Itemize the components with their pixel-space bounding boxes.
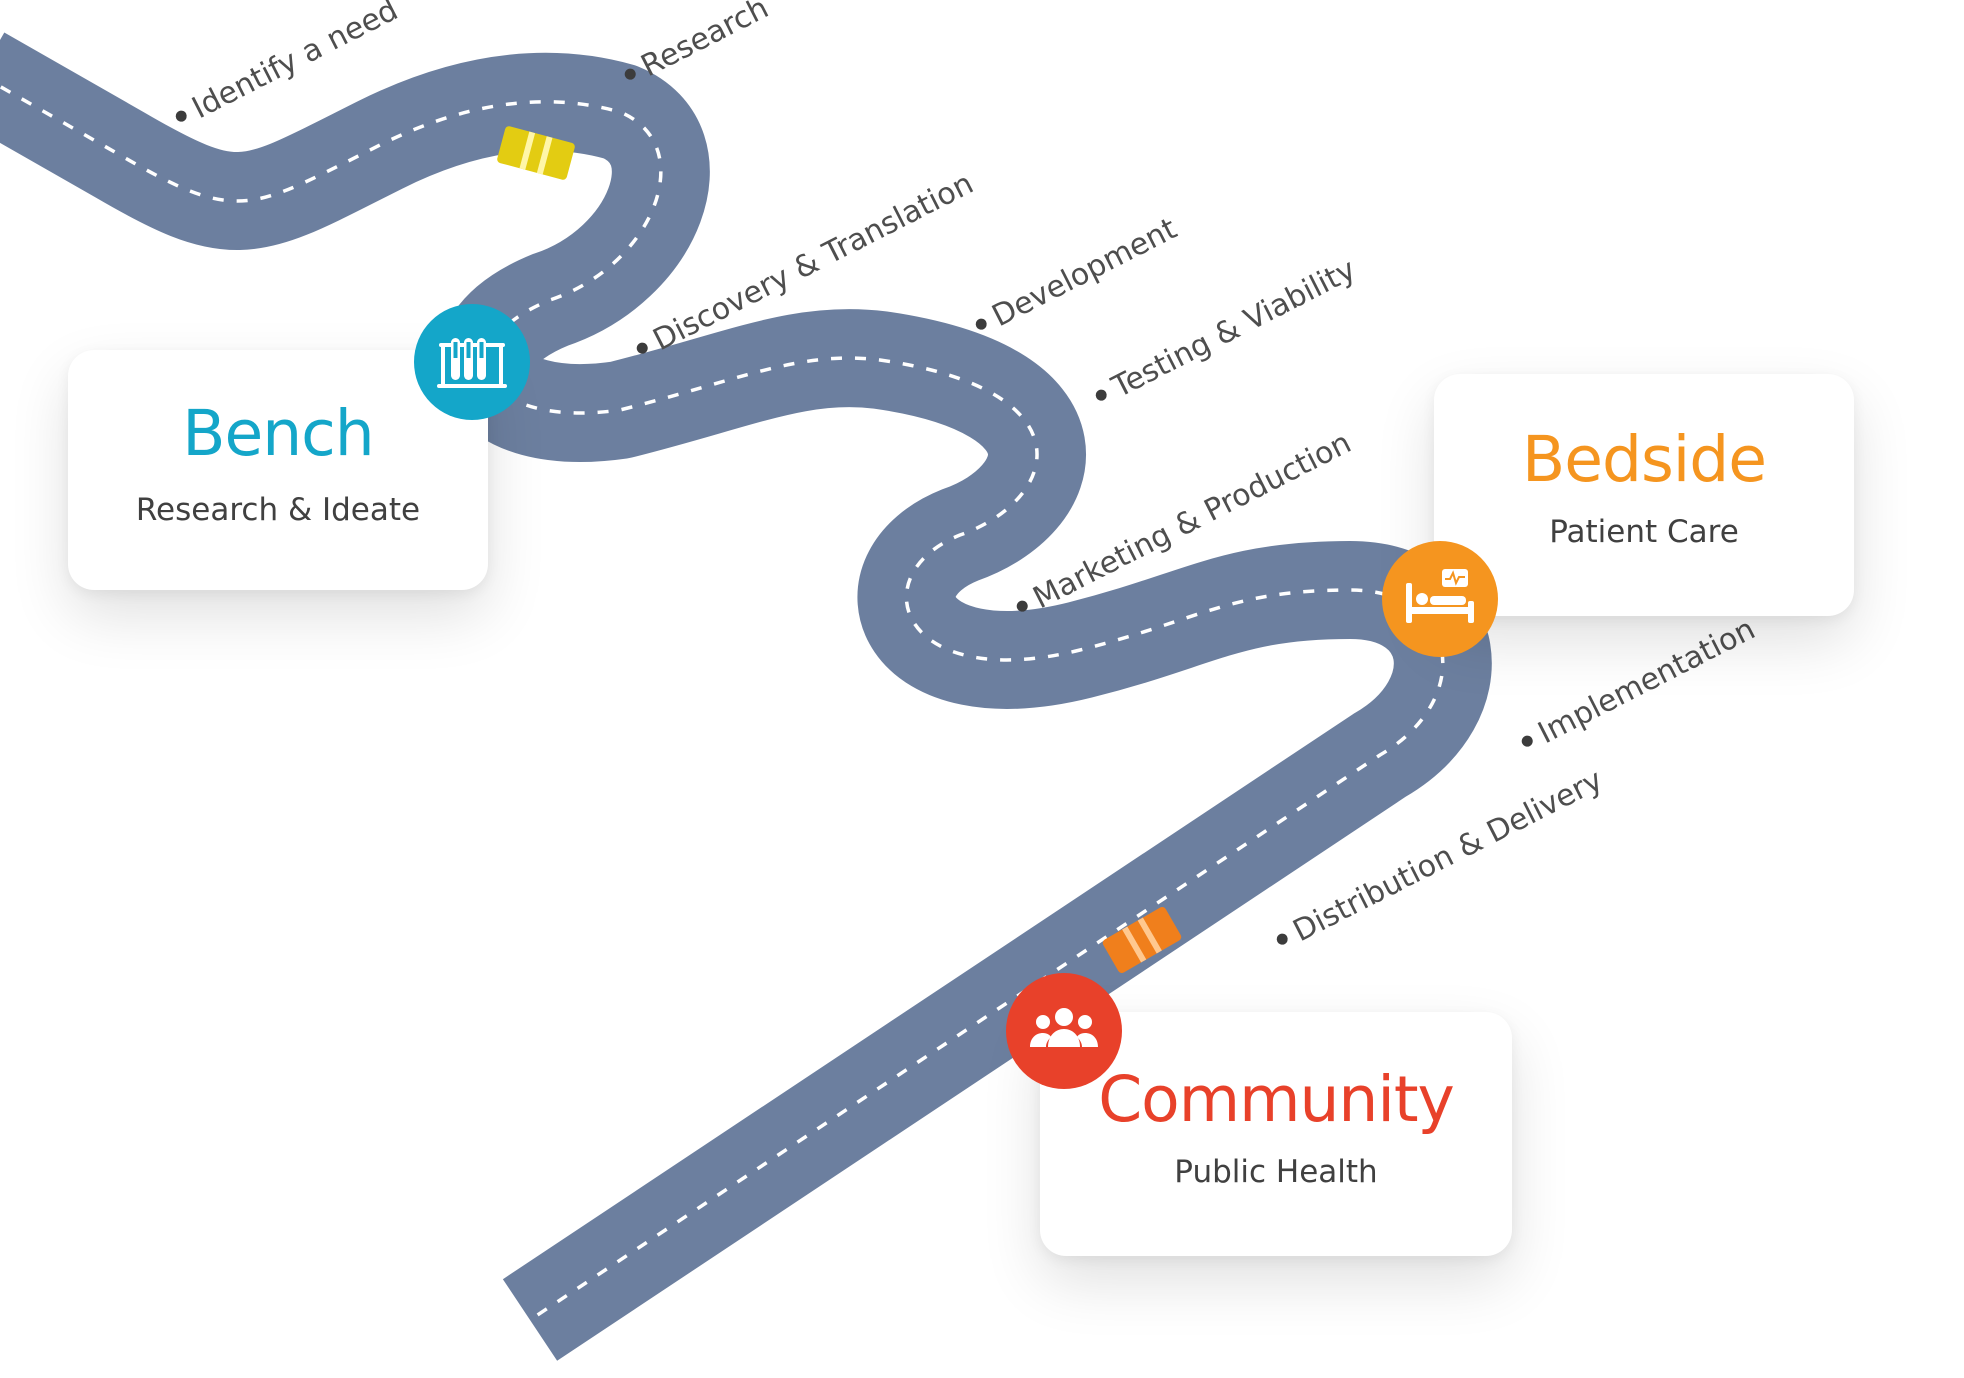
winding-road (0, 32, 1492, 1361)
bench-card: Bench Research & Ideate (68, 350, 488, 590)
community-card: Community Public Health (1040, 1012, 1512, 1256)
orange-car (1102, 907, 1182, 973)
bedside-title: Bedside (1521, 423, 1767, 496)
bench-title: Bench (182, 397, 374, 470)
community-subtitle: Public Health (1174, 1154, 1378, 1190)
community-title: Community (1098, 1063, 1455, 1136)
bench-subtitle: Research & Ideate (135, 492, 421, 528)
group-icon (1006, 973, 1122, 1089)
bedside-subtitle: Patient Care (1549, 514, 1739, 550)
road-center-line (0, 84, 1445, 1322)
bedside-card: Bedside Patient Care (1434, 374, 1854, 616)
hospital-bed-icon (1382, 541, 1498, 657)
yellow-car (497, 126, 575, 180)
test-tubes-icon (414, 304, 530, 420)
